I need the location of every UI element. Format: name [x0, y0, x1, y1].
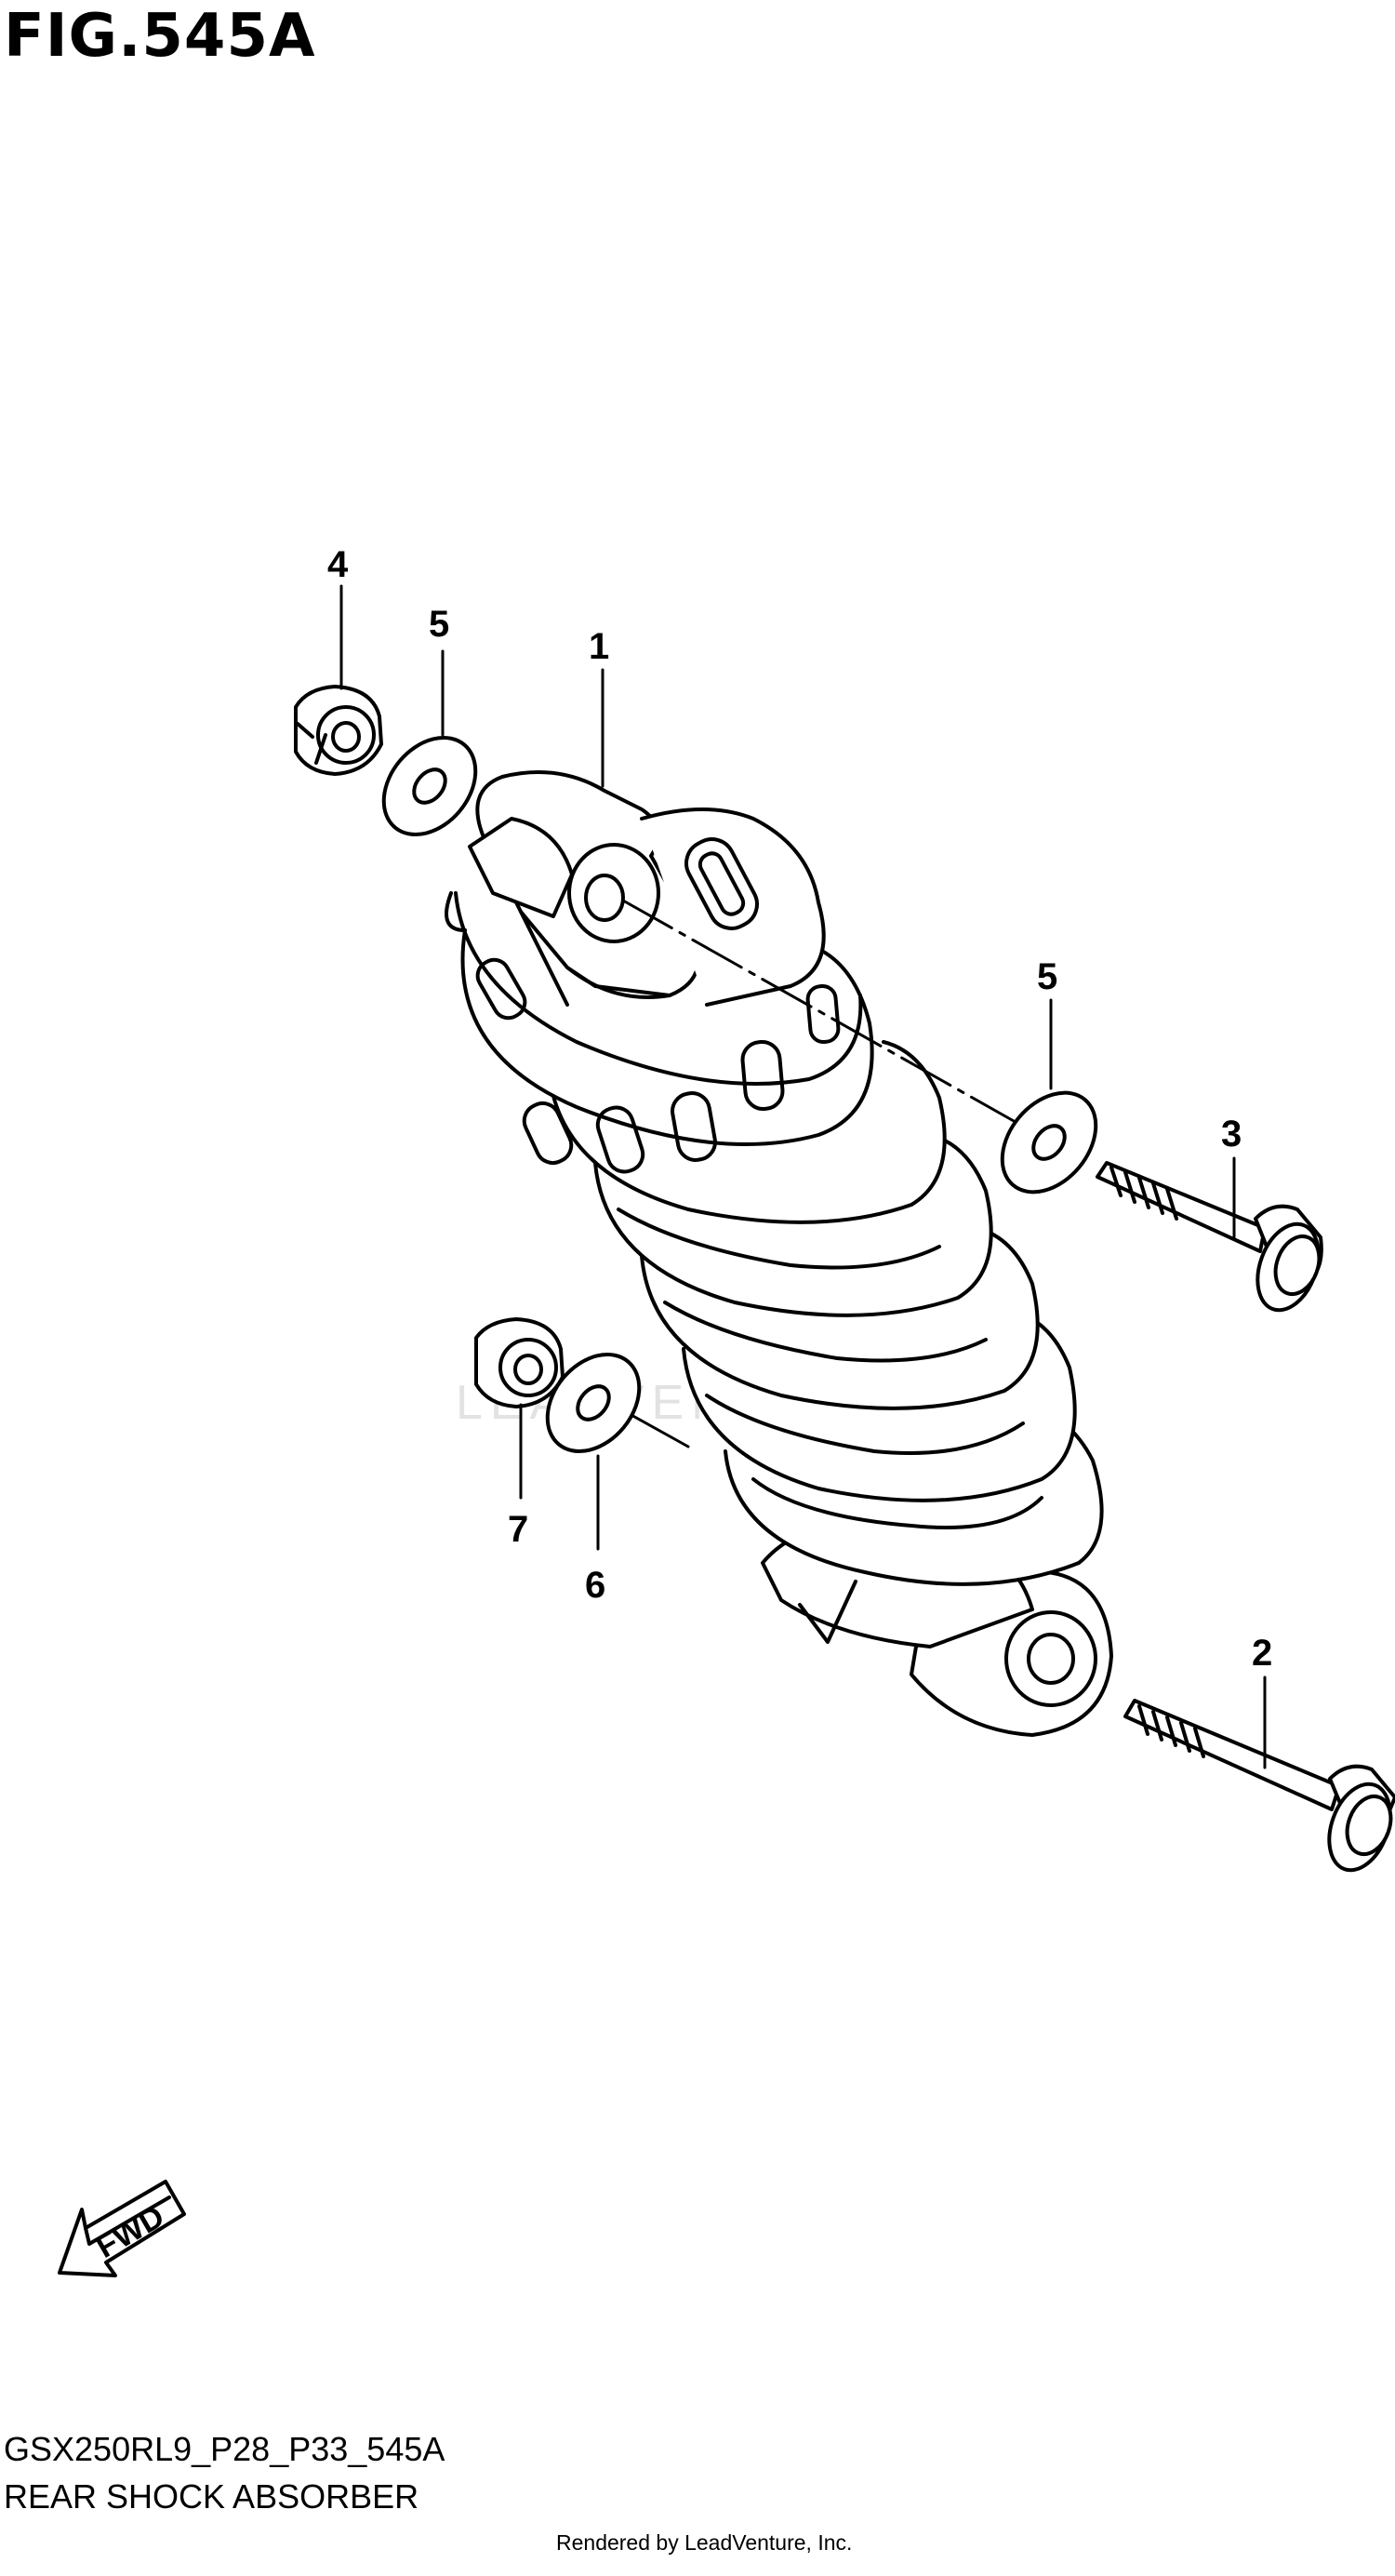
- bolt-part-3: [1096, 1161, 1323, 1313]
- callout-3: 3: [1221, 1114, 1242, 1155]
- figure-title: FIG.545A: [4, 2, 316, 71]
- bolt-part-2: [1123, 1699, 1395, 1873]
- nut-part-4: [294, 685, 383, 776]
- callout-4: 4: [327, 544, 349, 585]
- callout-2: 2: [1252, 1633, 1272, 1674]
- diagram-name: REAR SHOCK ABSORBER: [4, 2477, 419, 2516]
- callout-5-right: 5: [1037, 956, 1057, 997]
- nut-part-7: [474, 1317, 565, 1408]
- callout-5-top: 5: [429, 604, 449, 645]
- washer-part-5-right: [1000, 1090, 1098, 1195]
- callout-7: 7: [508, 1509, 528, 1550]
- callout-6: 6: [585, 1565, 605, 1606]
- washer-part-5-top: [381, 736, 478, 836]
- shock-absorber: [445, 770, 1113, 1737]
- fwd-arrow: [58, 2180, 186, 2277]
- leader-lines: [339, 584, 1267, 1769]
- washer-part-6: [545, 1353, 642, 1453]
- rendered-by-credit: Rendered by LeadVenture, Inc.: [556, 2530, 853, 2555]
- callout-1: 1: [589, 626, 609, 667]
- diagram-code: GSX250RL9_P28_P33_545A: [4, 2430, 445, 2468]
